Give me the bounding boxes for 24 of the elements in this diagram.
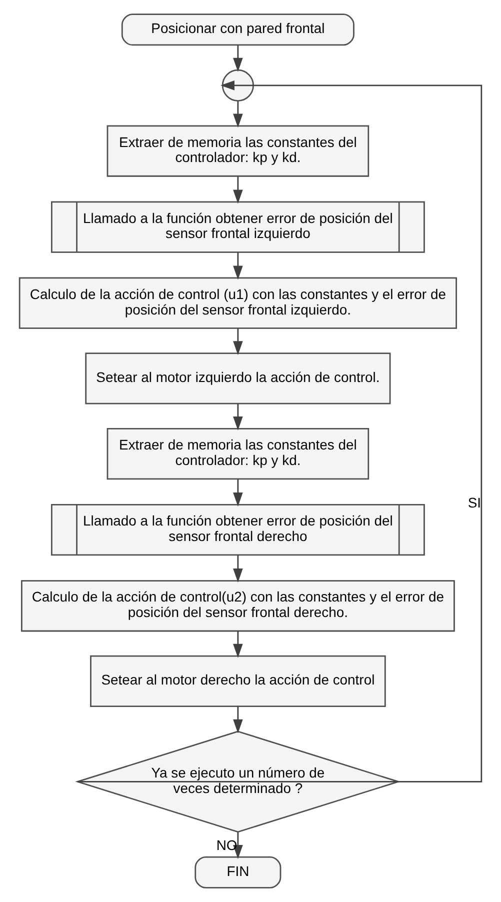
arrow [233,832,243,859]
node-box: Calculo de la acción de control (u1) con las constantes y el error de posición del sensor frontal izquierdo. [18,277,457,329]
arrow [77,80,482,782]
arrow [233,479,243,506]
node-box: Extraer de memoria las constantes del controlador: kp y kd. [106,428,370,480]
arrow [233,252,243,280]
arrow [233,101,243,128]
arrow [233,555,243,583]
node-box: Extraer de memoria las constantes del controlador: kp y kd. [106,125,370,177]
node-box: Setear al motor izquierdo la acción de control. [85,352,391,404]
node-box: Posicionar con pared frontal [121,14,354,46]
edge-label: NO [216,837,238,854]
edge-label: SI [468,494,482,511]
node-diamond: Ya se ejecuto un número de veces determinado ? [75,730,401,833]
node-circle [222,69,254,102]
node-box: FIN [194,856,282,888]
arrow [233,706,243,734]
arrow [233,176,243,204]
arrow [233,328,243,356]
arrow [233,45,243,72]
node-box: Calculo de la acción de control(u2) con las constantes y el error de posición del sensor frontal derecho. [20,580,455,632]
arrow [233,631,243,658]
node-box: Setear al motor derecho la acción de control [90,655,386,708]
arrow [233,404,243,430]
